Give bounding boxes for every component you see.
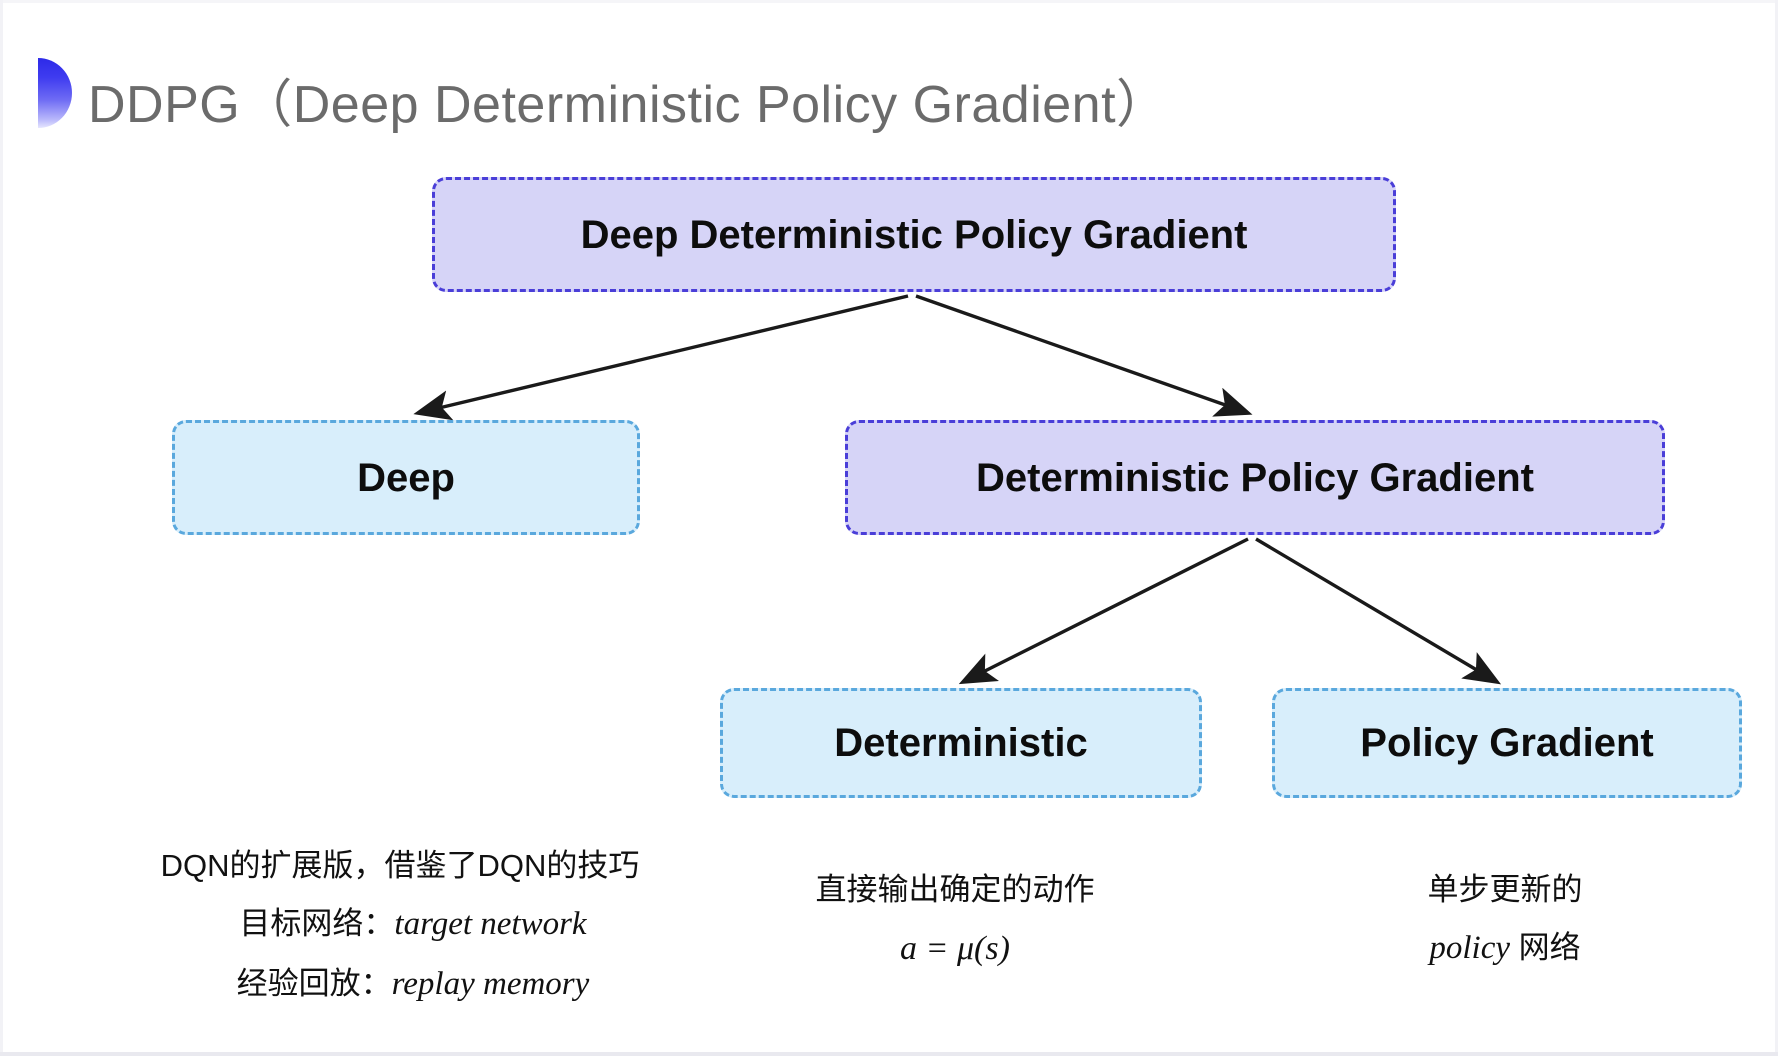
annotation-deep-line-2-cn: 目标网络：	[239, 906, 395, 942]
edge-root-to-dpg	[915, 294, 1253, 417]
annotation-deep-line-3-en: replay memory	[391, 966, 590, 1003]
annotation-deterministic-formula: a = μ(s)	[900, 930, 1010, 968]
annotation-deep-line-3-cn: 经验回放：	[236, 966, 392, 1002]
annotation-policy-gradient-line-1: 单步更新的	[1427, 872, 1583, 907]
edge-dpg-to-policy-gradient	[1255, 537, 1502, 685]
edge-root-to-deep	[413, 294, 909, 421]
annotation-deep-line-2: 目标网络：target network	[140, 894, 660, 954]
annotation-policy-gradient-line-2-en: policy	[1429, 930, 1510, 967]
diagram-node-deep[interactable]: Deep	[172, 420, 640, 535]
slide-frame-left	[0, 0, 3, 1056]
annotation-deep-line-2-en: target network	[394, 906, 587, 943]
page-title: DDPG（Deep Deterministic Policy Gradient）	[88, 76, 1169, 134]
annotation-deterministic-line-1: 直接输出确定的动作	[815, 872, 1095, 907]
edge-dpg-to-deterministic	[958, 537, 1249, 685]
diagram-node-root[interactable]: Deep Deterministic Policy Gradient	[432, 177, 1396, 292]
annotation-policy-gradient-line-2: policy 网络	[1340, 918, 1670, 978]
slide-frame-bottom	[0, 1052, 1778, 1056]
annotation-deep-line-3: 经验回放：replay memory	[140, 954, 660, 1014]
annotation-deep: DQN的扩展版，借鉴了DQN的技巧 目标网络：target network 经验…	[140, 838, 660, 1015]
half-circle-bullet-icon	[38, 58, 72, 128]
annotation-deterministic: 直接输出确定的动作 a = μ(s)	[780, 862, 1130, 980]
annotation-policy-gradient: 单步更新的 policy 网络	[1340, 862, 1670, 978]
diagram-node-policy-gradient[interactable]: Policy Gradient	[1272, 688, 1742, 798]
slide-frame-top	[0, 0, 1778, 3]
annotation-policy-gradient-line-2-cn: 网络	[1510, 930, 1581, 966]
diagram-node-deterministic[interactable]: Deterministic	[720, 688, 1202, 798]
slide-frame-right	[1775, 0, 1778, 1056]
annotation-deep-line-1: DQN的扩展版，借鉴了DQN的技巧	[160, 848, 640, 883]
diagram-node-deterministic-policy-gradient[interactable]: Deterministic Policy Gradient	[845, 420, 1665, 535]
